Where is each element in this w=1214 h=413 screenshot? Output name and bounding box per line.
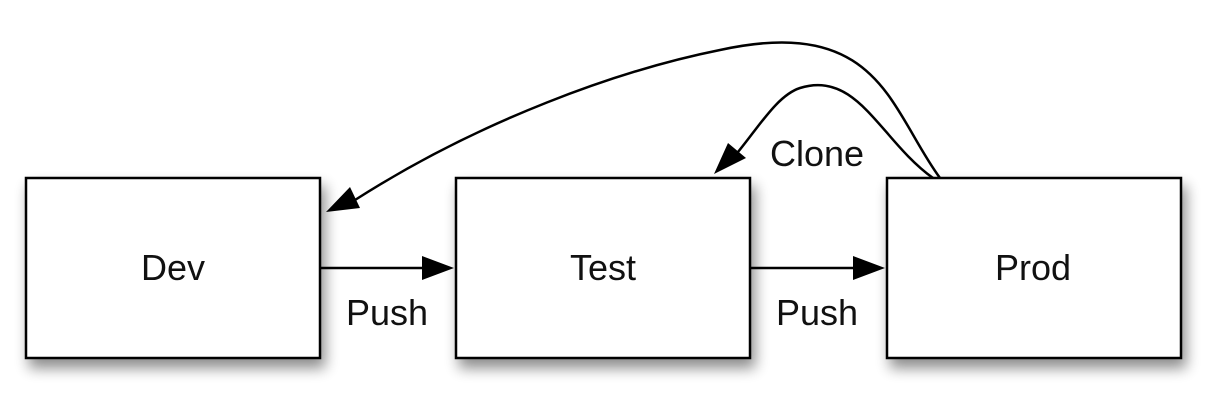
node-prod: Prod [885, 176, 1183, 360]
edge-prod-to-test-label: Clone [770, 133, 864, 174]
edge-prod-to-test-curve [737, 83, 934, 180]
edge-test-to-prod: Push [750, 256, 885, 333]
node-dev: Dev [24, 176, 322, 360]
edge-dev-to-test-arrowhead [422, 256, 454, 280]
node-test: Test [454, 176, 752, 360]
node-test-label: Test [570, 247, 636, 288]
node-dev-label: Dev [141, 247, 205, 288]
edge-prod-to-dev-arrowhead [326, 187, 360, 212]
node-prod-label: Prod [995, 247, 1071, 288]
node-test-box [454, 176, 752, 360]
node-dev-box [24, 176, 322, 360]
edge-test-to-prod-label: Push [776, 292, 858, 333]
edge-dev-to-test-label: Push [346, 292, 428, 333]
edge-prod-to-test: Clone [714, 83, 934, 180]
node-prod-box [885, 176, 1183, 360]
edge-prod-to-test-arrowhead [714, 143, 746, 174]
edge-dev-to-test: Push [320, 256, 454, 333]
edge-test-to-prod-arrowhead [853, 256, 885, 280]
edge-prod-to-dev-curve [354, 41, 942, 202]
edge-prod-to-dev [326, 41, 942, 212]
